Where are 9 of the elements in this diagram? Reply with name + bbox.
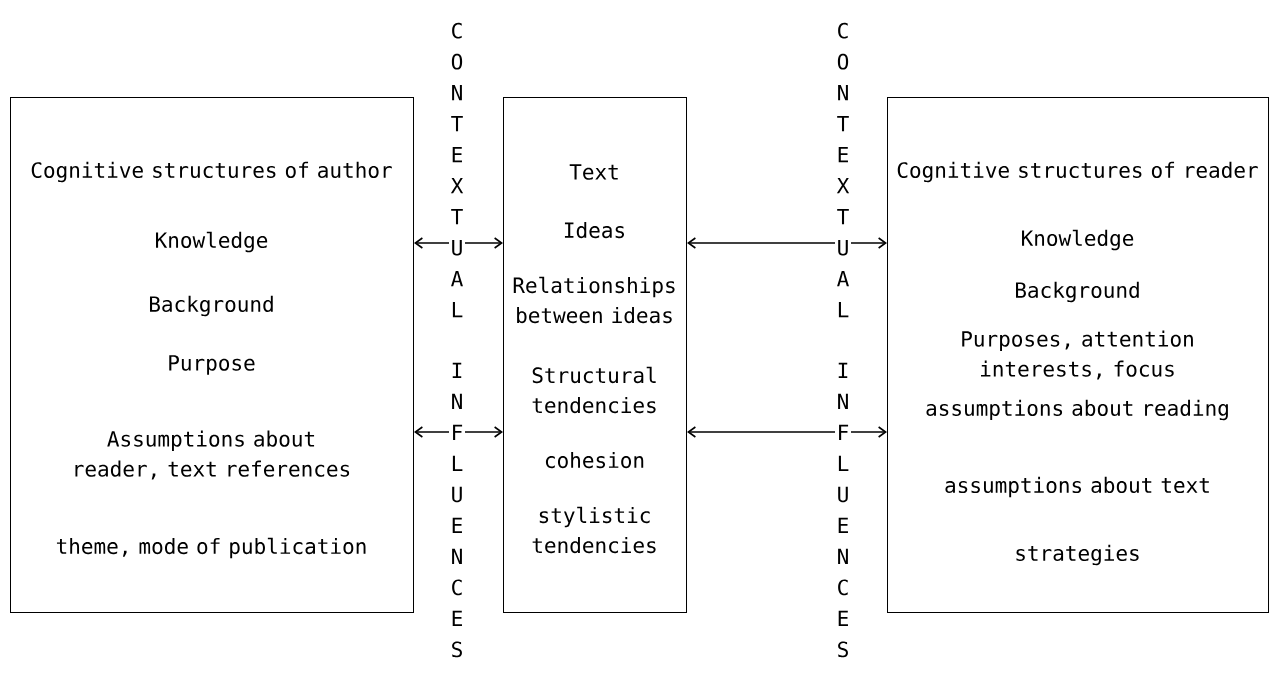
vertical-label: C O N T E X T U A L (835, 21, 851, 319)
text-box: Cognitive structures of reader Knowledge Background Purposes, attention interests, focus assumptions about reading assumptions about text strategies (887, 97, 1269, 613)
vertical-label: C O N T E X T U A L (449, 21, 465, 319)
vertical-label: I N F L U E N C E S (835, 361, 851, 659)
text-box: Text Ideas Relationships between ideas Structural tendencies cohesion stylistic tendencies (503, 97, 687, 613)
double-arrow (687, 237, 887, 249)
vertical-label: I N F L U E N C E S (449, 361, 465, 659)
double-arrow (687, 426, 887, 438)
text-box: Cognitive structures of author Knowledge Background Purpose Assumptions about reader, text references theme, mode of publication (10, 97, 414, 613)
